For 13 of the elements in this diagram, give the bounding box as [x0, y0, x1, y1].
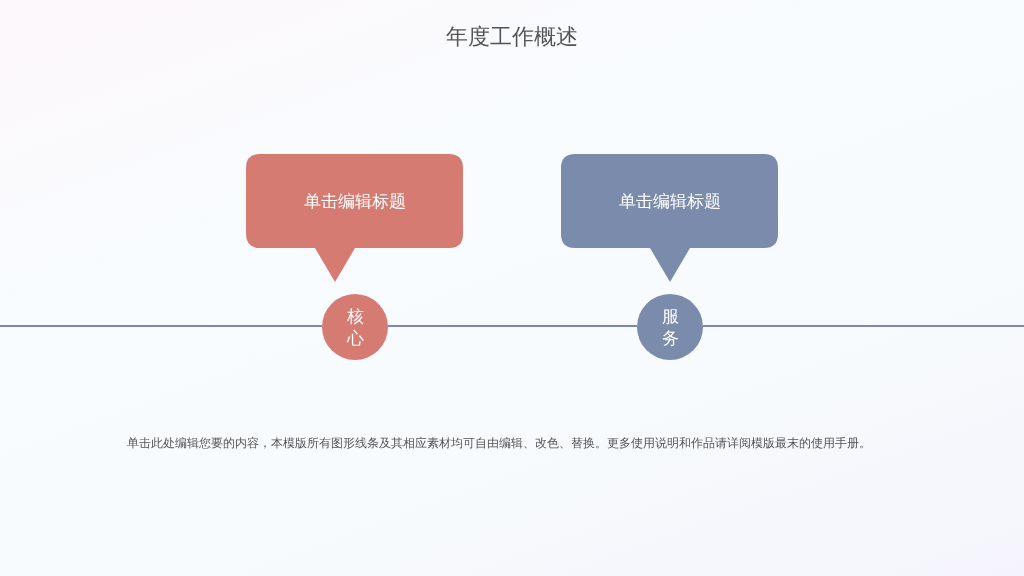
bubble-title: 单击编辑标题	[617, 190, 722, 212]
timeline-line	[0, 325, 323, 327]
circle-badge	[322, 294, 388, 360]
timeline-line	[702, 325, 1024, 327]
body-text: 单击此处编辑您要的内容，本模版所有图形线条及其相应素材均可自由编辑、改色、替换。更多使用说明和作品请详阅模版最末的使用手册。	[127, 435, 872, 452]
badge-label: 服务	[661, 305, 679, 349]
badge-label: 核心	[346, 305, 364, 349]
speech-bubble	[561, 154, 778, 282]
circle-badge	[637, 294, 703, 360]
bubble-title: 单击编辑标题	[302, 190, 407, 212]
speech-bubble	[246, 154, 463, 282]
slide-title: 年度工作概述	[445, 23, 579, 51]
timeline-line	[387, 325, 638, 327]
